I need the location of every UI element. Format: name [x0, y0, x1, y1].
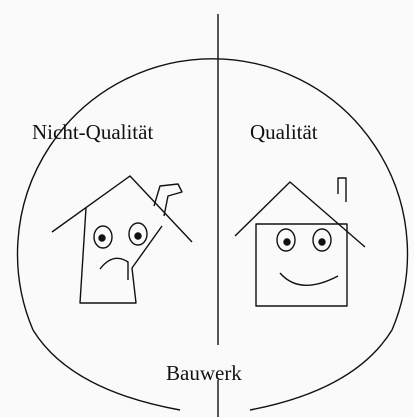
- outer-circle-bottom-right: [250, 330, 392, 410]
- outer-circle: [18, 59, 408, 330]
- sad-crooked-house-icon: [52, 176, 192, 303]
- label-bauwerk: Bauwerk: [166, 363, 242, 384]
- label-qualitaet: Qualität: [250, 122, 318, 143]
- happy-house-icon: [235, 178, 365, 306]
- outer-circle-bottom-left: [33, 330, 180, 410]
- label-nicht-qualitaet: Nicht-Qualität: [32, 122, 153, 143]
